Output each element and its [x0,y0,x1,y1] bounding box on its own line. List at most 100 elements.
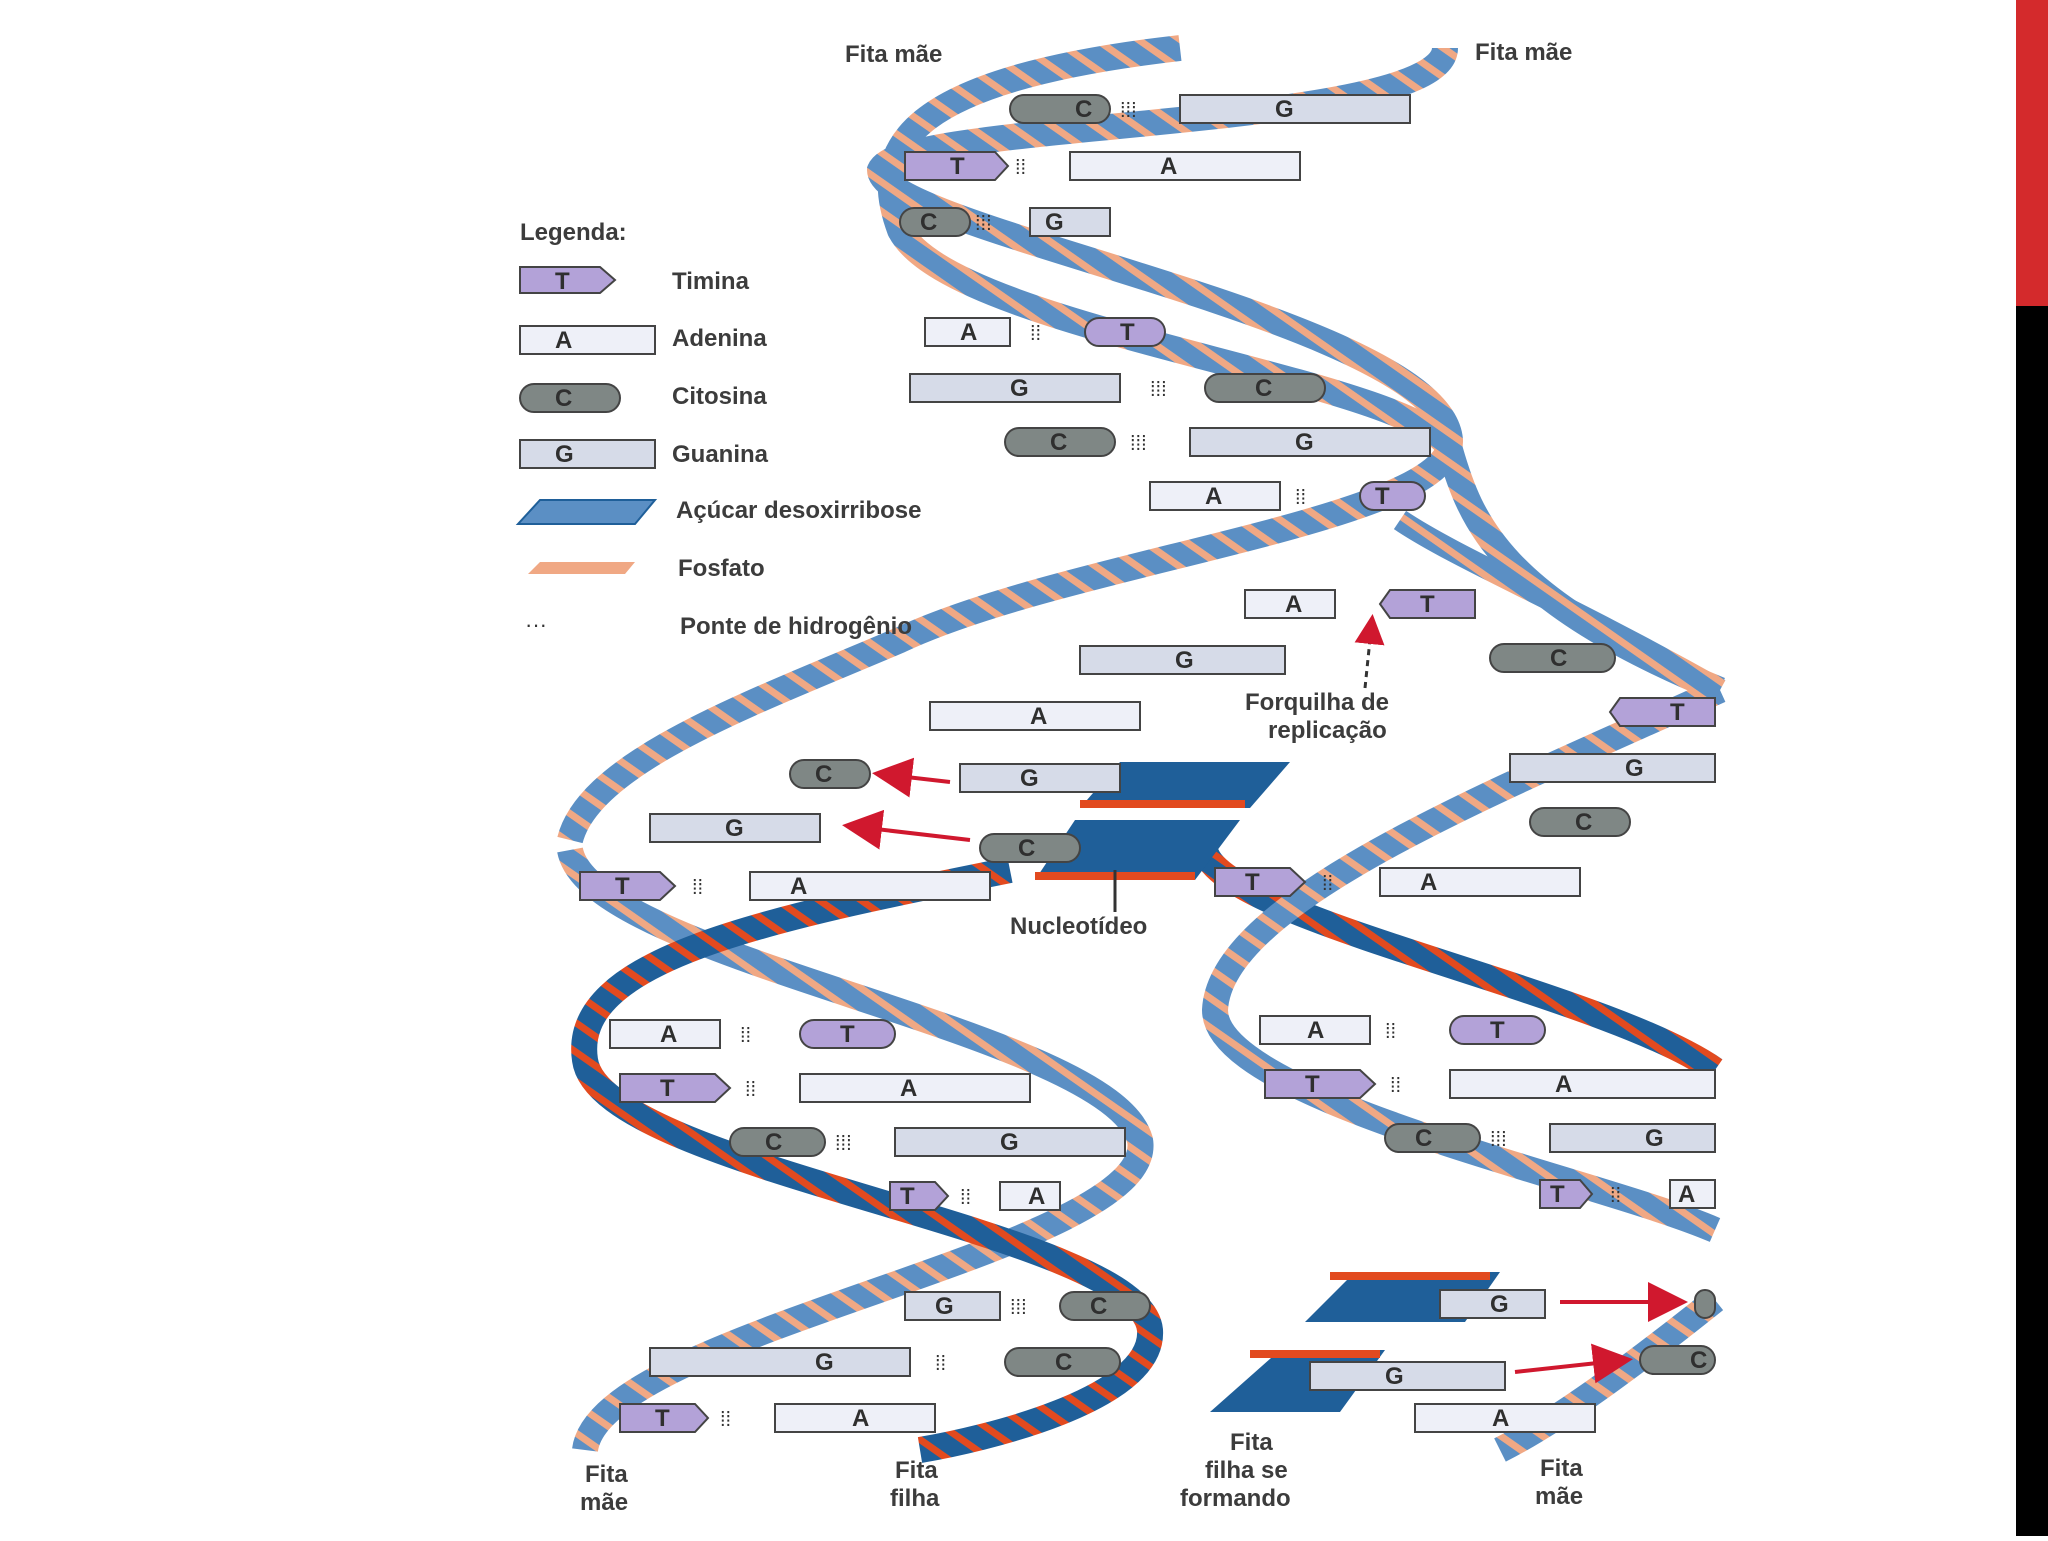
svg-text:C: C [1018,835,1035,862]
label-bottom-fita-filha: filha [890,1485,940,1512]
legend-item-sugar: Açúcar desoxirribose [515,497,921,525]
svg-text:T: T [950,153,965,180]
unpaired-t: T [1608,697,1716,727]
base-pair-t-a: T ⁞⁞ A [1539,1179,1716,1209]
svg-text:C: C [1075,96,1092,123]
svg-text:C: C [1415,1125,1432,1152]
svg-text:⁞⁞: ⁞⁞ [1295,487,1306,509]
legend-label: Citosina [672,383,767,410]
incoming-c: C [979,833,1081,863]
base-pair-c-g: C ⁞⁞⁞ G [899,207,1111,237]
svg-text:T: T [615,873,630,900]
legend-item-guanine: G Guanina [519,439,769,469]
labels: Fita mãe Fita mãe Forquilha de replicaçã… [580,39,1583,1516]
legend-label: Fosfato [678,555,765,582]
svg-text:T: T [1420,591,1435,618]
svg-text:⁞⁞: ⁞⁞ [935,1353,946,1375]
legend-symbol: A [555,327,572,354]
svg-text:⁞⁞: ⁞⁞ [692,877,703,899]
svg-text:A: A [1555,1071,1572,1098]
svg-text:C: C [1575,809,1592,836]
svg-text:G: G [1175,647,1194,674]
right-base-pairs: T ⁞⁞ A A ⁞⁞ T T ⁞⁞ A C ⁞⁞⁞ G T [1214,867,1716,1433]
svg-text:A: A [852,1405,869,1432]
legend-label: Guanina [672,441,769,468]
side-bar [2016,306,2048,1536]
svg-text:C: C [1550,645,1567,672]
svg-text:⁞⁞: ⁞⁞ [1610,1185,1621,1207]
svg-text:⁞⁞⁞: ⁞⁞⁞ [1130,433,1147,455]
svg-text:C: C [1090,1293,1107,1320]
svg-text:G: G [725,815,744,842]
legend-item-adenine: A Adenina [519,325,767,355]
left-daughter-helix [557,846,1163,1463]
svg-text:T: T [655,1405,670,1432]
nucleotide-sugar [1035,820,1240,880]
parent-strand-a [557,45,1463,844]
svg-text:A: A [1028,1183,1045,1210]
label-fita-mae-top-left: Fita mãe [845,41,942,68]
svg-text:···: ··· [525,612,547,637]
base-pair-a-t: A ⁞⁞ T [609,1019,896,1049]
legend-label: Açúcar desoxirribose [676,497,921,524]
legend-item-cytosine: C Citosina [519,383,767,413]
svg-text:G: G [1490,1291,1509,1318]
base-pair-t-a: T ⁞⁞ A [619,1073,1031,1103]
label-fita-mae-top-right: Fita mãe [1475,39,1572,66]
svg-text:T: T [1305,1071,1320,1098]
svg-text:A: A [1420,869,1437,896]
base-pair-g-c: G ⁞⁞⁞ C [909,373,1326,403]
red-arrow [842,809,971,850]
incoming-c: C [1639,1345,1716,1375]
label-bottom-formando: formando [1180,1485,1291,1512]
svg-text:G: G [1020,765,1039,792]
svg-text:A: A [1285,591,1302,618]
svg-text:T: T [1120,319,1135,346]
right-parent-strand [1201,678,1726,1242]
svg-text:⁞⁞: ⁞⁞ [960,1187,971,1209]
svg-text:G: G [1625,755,1644,782]
unpaired-g: G [649,813,821,843]
unpaired-a: A [1244,589,1336,619]
svg-text:⁞⁞: ⁞⁞ [1385,1021,1396,1043]
legend-title: Legenda: [520,219,627,246]
svg-text:⁞⁞⁞: ⁞⁞⁞ [1120,100,1137,122]
svg-text:G: G [1045,209,1064,236]
legend-item-hbond: ··· Ponte de hidrogênio [525,612,912,640]
svg-text:T: T [1550,1181,1565,1208]
base-pair-c-g: C ⁞⁞⁞ G [729,1127,1126,1157]
svg-text:⁞⁞⁞: ⁞⁞⁞ [1150,379,1167,401]
svg-text:⁞⁞⁞: ⁞⁞⁞ [835,1133,852,1155]
svg-text:C: C [1055,1349,1072,1376]
svg-text:A: A [660,1021,677,1048]
svg-text:G: G [1010,375,1029,402]
red-arrow [1514,1343,1633,1384]
base-pair-t-a: T ⁞⁞ A [1214,867,1581,897]
label-bottom-formando: Fita [1230,1429,1273,1456]
base-pair-t-a: T ⁞⁞ A [904,151,1301,181]
svg-text:G: G [1275,96,1294,123]
svg-text:T: T [1670,699,1685,726]
svg-text:A: A [790,873,807,900]
svg-text:T: T [1490,1017,1505,1044]
right-parent-strand-lower [1494,1289,1724,1462]
base-pair-t-a: T ⁞⁞ A [889,1181,1061,1211]
svg-text:A: A [1492,1405,1509,1432]
legend: Legenda: T Timina A Adenina C Citosina G… [515,219,921,640]
unpaired-g: G [1079,645,1286,675]
svg-text:C: C [920,209,937,236]
incoming-c [1694,1289,1716,1319]
svg-text:A: A [1030,703,1047,730]
svg-text:A: A [900,1075,917,1102]
svg-text:⁞⁞⁞: ⁞⁞⁞ [1010,1297,1027,1319]
left-daughter-strand [571,857,1163,1463]
legend-symbol: G [555,441,574,468]
svg-text:C: C [1690,1347,1707,1374]
base-pair-c-g: C ⁞⁞⁞ G [1384,1123,1716,1153]
unpaired-a: A [929,701,1141,731]
label-bottom-fita-mae: Fita [585,1461,628,1488]
label-nucleotideo: Nucleotídeo [1010,913,1147,940]
base-pair-t-a: T ⁞⁞ A [619,1403,936,1433]
svg-text:C: C [1050,429,1067,456]
